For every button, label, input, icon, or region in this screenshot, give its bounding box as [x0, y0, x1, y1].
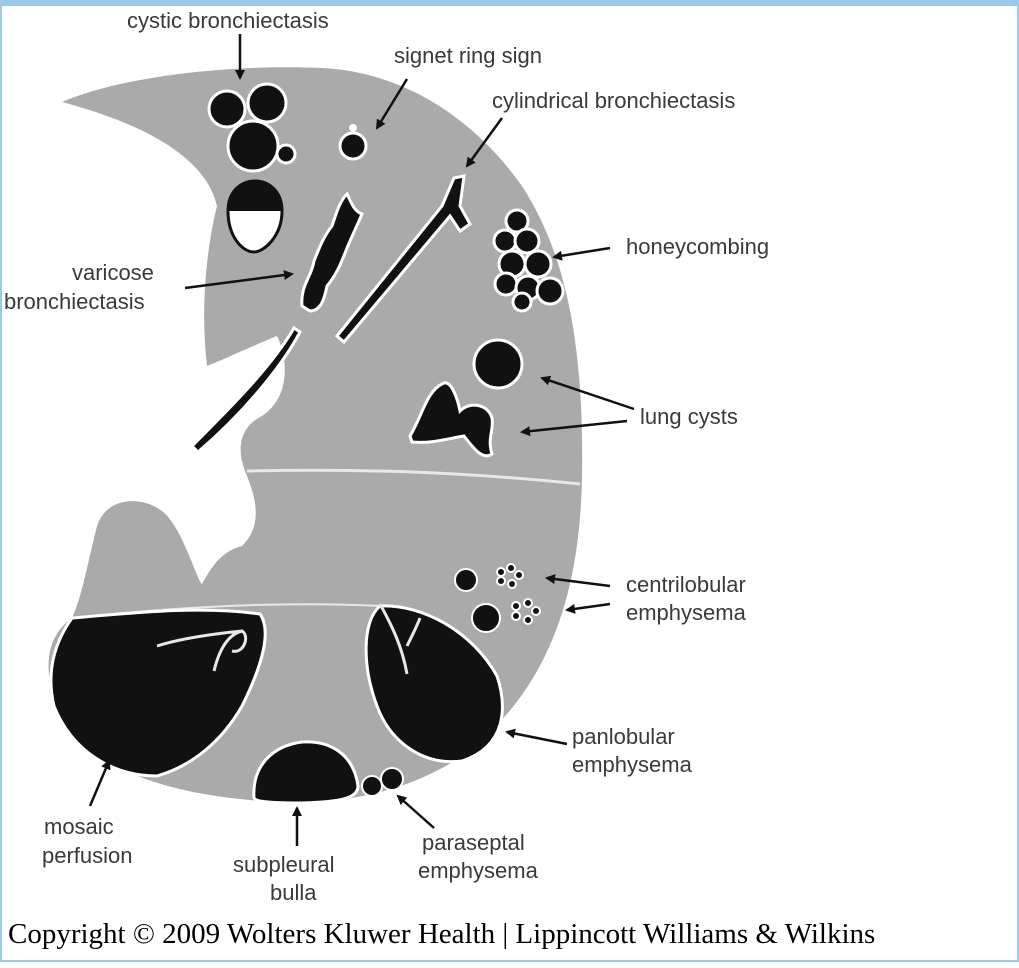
lung-cyst-round	[472, 338, 524, 390]
panlobular-vessel	[378, 603, 422, 675]
label-centrilobular-emphysema: emphysema	[626, 600, 747, 625]
leader-arrows	[88, 34, 635, 846]
lung-cyst-irregular	[408, 381, 494, 458]
label-cystic-bronchiectasis: cystic bronchiectasis	[127, 8, 329, 33]
bronchus-lower	[189, 325, 302, 455]
subpleural-bulla	[252, 740, 360, 805]
mosaic-perfusion-region	[49, 608, 267, 778]
label-paraseptal-emphysema: emphysema	[418, 858, 539, 883]
label-varicose: varicose	[72, 260, 154, 285]
mosaic-vessel	[156, 629, 248, 672]
centrilobular-emphysema-marks	[454, 563, 541, 633]
honeycombing-cells	[492, 208, 565, 313]
label-lung-cysts: lung cysts	[640, 404, 738, 429]
signet-ring-vessel	[349, 124, 357, 132]
cystic-bronchiectasis-cysts	[207, 82, 297, 254]
label-subpleural: subpleural	[233, 852, 335, 877]
lung-diagram: cystic bronchiectasis signet ring sign c…	[4, 8, 769, 905]
cylindrical-bronchiectasis-airway	[334, 174, 472, 345]
label-signet-ring-sign: signet ring sign	[394, 43, 542, 68]
label-honeycombing: honeycombing	[626, 234, 769, 259]
signet-ring-sign-mark	[338, 131, 368, 161]
label-cylindrical-bronchiectasis: cylindrical bronchiectasis	[492, 88, 735, 113]
paraseptal-emphysema-marks	[361, 767, 404, 797]
label-paraseptal: paraseptal	[422, 830, 525, 855]
label-subpleural-bulla: bulla	[270, 880, 317, 905]
varicose-bronchiectasis-airway	[300, 191, 364, 313]
copyright-notice: Copyright © 2009 Wolters Kluwer Health |…	[8, 918, 876, 950]
label-mosaic-perfusion: perfusion	[42, 843, 133, 868]
label-varicose-bronchiectasis: bronchiectasis	[4, 289, 145, 314]
label-panlobular-emphysema: emphysema	[572, 752, 693, 777]
label-centrilobular: centrilobular	[626, 572, 746, 597]
label-panlobular: panlobular	[572, 724, 675, 749]
fissure-line	[246, 468, 581, 486]
label-mosaic: mosaic	[44, 814, 114, 839]
